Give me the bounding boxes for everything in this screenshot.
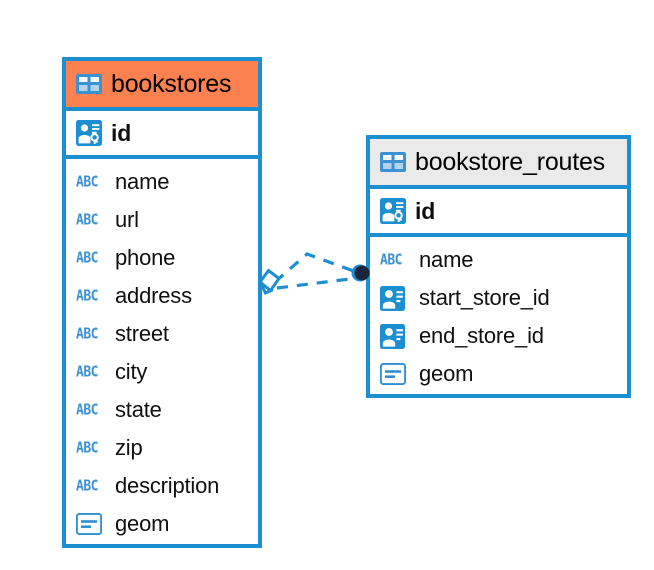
field-row-id[interactable]: id	[66, 111, 258, 159]
field-label-geom: geom	[115, 511, 170, 536]
field-row-end-store-id[interactable]: end_store_id	[370, 317, 627, 355]
foreign-key-icon	[380, 285, 410, 311]
field-label-address: address	[115, 283, 192, 308]
field-row-geom[interactable]: geom	[66, 505, 258, 543]
field-row-geom[interactable]: geom	[370, 355, 627, 393]
abc-icon: ABC	[76, 173, 98, 191]
entity-bookstores-header[interactable]: bookstores	[66, 61, 258, 111]
abc-icon: ABC	[76, 287, 98, 305]
abc-icon: ABC	[76, 325, 98, 343]
relationship-line-upper	[273, 252, 360, 284]
field-label-name: name	[419, 247, 474, 272]
abc-icon: ABC	[76, 401, 98, 419]
blob-icon	[380, 363, 410, 385]
relationship-line-lower	[276, 276, 359, 290]
field-label-name: name	[115, 169, 170, 194]
field-label-url: url	[115, 207, 139, 232]
field-label-id: id	[111, 119, 132, 146]
field-row-state[interactable]: ABC state	[66, 391, 258, 429]
entity-bookstore-routes[interactable]: bookstore_routes id ABC name	[366, 135, 631, 398]
field-row-city[interactable]: ABC city	[66, 353, 258, 391]
field-label-state: state	[115, 397, 162, 422]
field-label-city: city	[115, 359, 148, 384]
field-label-phone: phone	[115, 245, 176, 270]
field-label-description: description	[115, 473, 220, 498]
field-row-start-store-id[interactable]: start_store_id	[370, 279, 627, 317]
blob-icon	[76, 513, 106, 535]
field-label-start-store-id: start_store_id	[419, 285, 550, 310]
abc-icon: ABC	[76, 363, 98, 381]
entity-bookstores-title: bookstores	[111, 69, 232, 98]
entity-bookstore-routes-header[interactable]: bookstore_routes	[370, 139, 627, 189]
abc-icon: ABC	[380, 251, 402, 269]
table-grid-icon	[76, 74, 102, 94]
relationship-connector[interactable]	[255, 240, 380, 315]
field-label-end-store-id: end_store_id	[419, 323, 544, 348]
field-label-street: street	[115, 321, 169, 346]
field-row-url[interactable]: ABC url	[66, 201, 258, 239]
field-row-address[interactable]: ABC address	[66, 277, 258, 315]
abc-icon: ABC	[76, 211, 98, 229]
field-row-id[interactable]: id	[370, 189, 627, 237]
field-row-zip[interactable]: ABC zip	[66, 429, 258, 467]
primary-key-icon	[76, 120, 102, 146]
entity-bookstores[interactable]: bookstores id ABC name	[62, 57, 262, 548]
field-label-zip: zip	[115, 435, 143, 460]
abc-icon: ABC	[76, 477, 98, 495]
abc-icon: ABC	[76, 439, 98, 457]
field-row-phone[interactable]: ABC phone	[66, 239, 258, 277]
field-row-street[interactable]: ABC street	[66, 315, 258, 353]
field-label-geom: geom	[419, 361, 474, 386]
field-row-description[interactable]: ABC description	[66, 467, 258, 505]
field-row-name[interactable]: ABC name	[370, 237, 627, 279]
abc-icon: ABC	[76, 249, 98, 267]
diamond-marker	[257, 268, 282, 295]
foreign-key-icon	[380, 323, 410, 349]
field-row-name[interactable]: ABC name	[66, 159, 258, 201]
table-grid-icon	[380, 152, 406, 172]
field-label-id: id	[415, 197, 436, 224]
primary-key-icon	[380, 198, 406, 224]
entity-bookstore-routes-title: bookstore_routes	[415, 147, 605, 176]
